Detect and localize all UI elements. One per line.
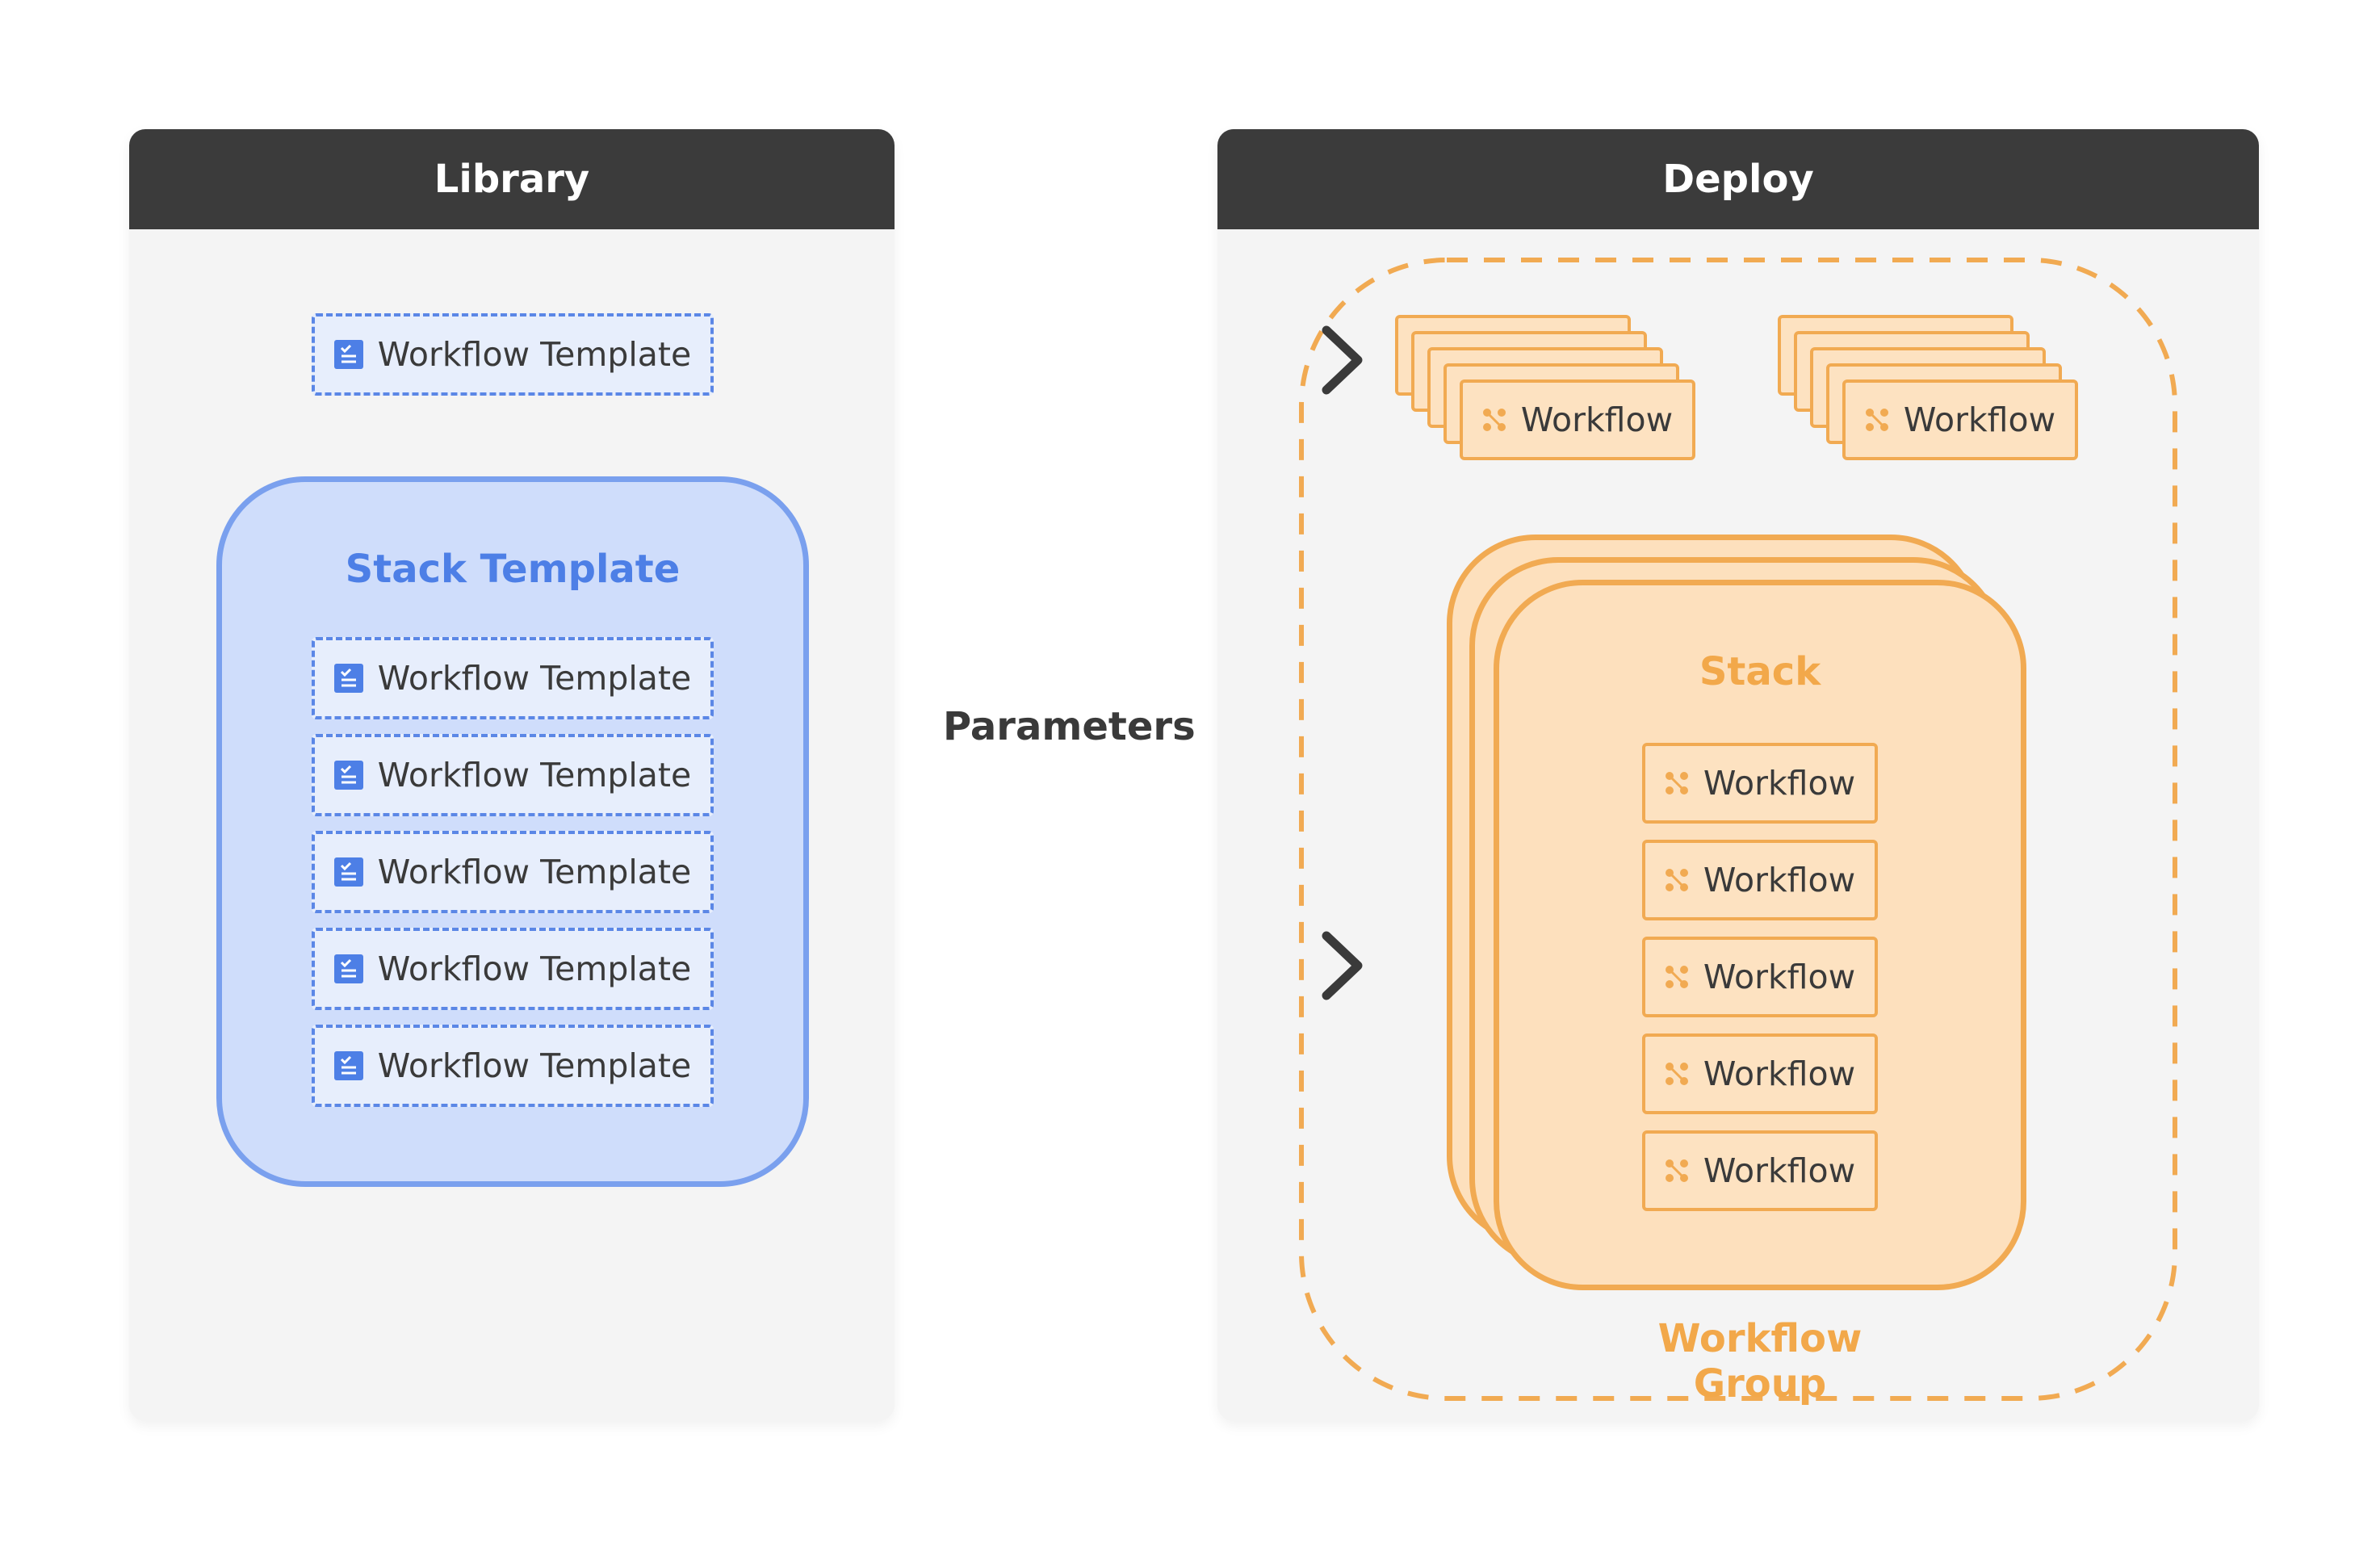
library-header: Library <box>129 129 895 229</box>
bottom-arrow <box>846 931 1363 1000</box>
stack-template-title: Stack Template <box>345 547 681 592</box>
stack-title: Stack <box>1699 649 1821 694</box>
stack-template-item-label: Workflow Template <box>377 950 692 988</box>
workflow-label: Workflow <box>1703 1151 1856 1190</box>
workflow-icon <box>1665 869 1688 891</box>
stack-template-item: Workflow Template <box>312 831 714 913</box>
stack-workflow-item: Workflow <box>1642 840 1878 920</box>
workflow-stack-front: Workflow <box>1460 379 1695 460</box>
checklist-icon <box>333 954 363 983</box>
stack-template-item-label: Workflow Template <box>377 659 692 698</box>
workflow-icon <box>1665 966 1688 988</box>
workflow-icon <box>1665 772 1688 794</box>
workflow-label: Workflow <box>1703 958 1856 996</box>
stack-template-item-label: Workflow Template <box>377 756 692 794</box>
top-arrow <box>848 325 1363 395</box>
workflow-label: Workflow <box>1903 400 2056 439</box>
checklist-icon <box>333 857 363 887</box>
workflow-label: Workflow <box>1703 861 1856 899</box>
stack-template-item-label: Workflow Template <box>377 853 692 891</box>
checklist-icon <box>333 1051 363 1080</box>
workflow-template-label: Workflow Template <box>377 335 692 374</box>
workflow-label: Workflow <box>1703 764 1856 803</box>
workflow-template: Workflow Template <box>312 313 714 396</box>
workflow-icon <box>1865 409 1888 431</box>
workflow-label: Workflow <box>1520 400 1674 439</box>
checklist-icon <box>333 340 363 369</box>
stack-workflow-item: Workflow <box>1642 937 1878 1017</box>
stack-workflow-item: Workflow <box>1642 1130 1878 1211</box>
workflow-icon <box>1665 1063 1688 1085</box>
workflow-icon <box>1482 409 1506 431</box>
stack-template-item: Workflow Template <box>312 637 714 719</box>
parameters-label: Parameters <box>943 704 1196 749</box>
deploy-header: Deploy <box>1217 129 2259 229</box>
workflow-label: Workflow <box>1703 1054 1856 1093</box>
stack-workflow-item: Workflow <box>1642 1033 1878 1114</box>
workflow-group-boundary <box>1299 258 2177 1401</box>
workflow-icon <box>1665 1159 1688 1182</box>
checklist-icon <box>333 664 363 693</box>
stack-template-item: Workflow Template <box>312 928 714 1010</box>
stack-template-item-label: Workflow Template <box>377 1046 692 1085</box>
stack-template-item: Workflow Template <box>312 1025 714 1107</box>
workflow-group-label: Workflow Group <box>1657 1316 1863 1407</box>
stack-template-item: Workflow Template <box>312 734 714 816</box>
deploy-panel: Deploy <box>1217 129 2259 1421</box>
checklist-icon <box>333 761 363 790</box>
workflow-stack-front: Workflow <box>1842 379 2078 460</box>
stack-workflow-item: Workflow <box>1642 743 1878 824</box>
